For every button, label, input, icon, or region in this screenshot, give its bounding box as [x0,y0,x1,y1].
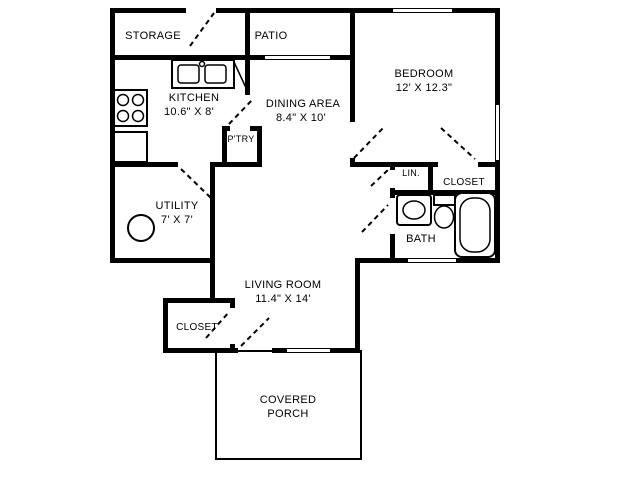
living-closet-label: CLOSET [176,322,218,333]
counter-line [233,61,248,91]
stove-icon [113,89,148,127]
wall-segment [110,258,215,263]
pantry-door-swing-icon [228,98,254,125]
wall-segment [390,162,395,170]
linen-door-swing-icon [370,168,390,187]
wall-segment [110,8,115,263]
covered-porch-label-line1: COVERED [259,394,317,406]
utility-dimensions: 7' X 7' [161,214,193,226]
living-window-icon [287,348,330,353]
living-room-label: LIVING ROOM [244,279,322,291]
linen-label: LIN. [402,168,420,178]
wall-segment [222,126,230,131]
wall-segment [330,55,350,60]
wall-segment [163,298,235,303]
patio-label: PATIO [254,30,288,42]
wall-segment [214,162,262,167]
storage-door-swing-icon [189,12,215,47]
wall-segment [163,348,238,353]
bedroom-closet-door-swing-icon [440,127,476,160]
wall-segment [110,55,265,60]
bedroom-window-icon [393,8,452,13]
covered-porch-label-line2: PORCH [267,408,309,420]
dining-area-label: DINING AREA [265,98,341,110]
bedroom-dimensions: 12' X 12.3" [395,82,453,94]
wall-segment [272,348,287,353]
dining-area-dimensions: 8.4" X 10' [276,112,326,124]
bath-vanity-icon [396,194,432,226]
wall-segment [390,234,395,263]
hall-closet-label: CLOSET [443,177,485,188]
wall-segment [216,8,350,13]
wall-segment [428,162,433,195]
wall-segment [222,126,227,167]
wall-segment [163,298,168,353]
living-room-dimensions: 11.4" X 14' [255,293,311,305]
wall-segment [250,126,262,131]
patio-window-icon [265,55,330,60]
toilet-icon [433,194,456,229]
wall-segment [390,190,500,195]
wall-segment [230,298,235,308]
wall-segment [350,8,393,13]
pantry-label: P'TRY [227,134,255,144]
wall-segment [110,162,178,167]
bathtub-icon [454,192,496,258]
wall-segment [257,126,262,167]
kitchen-label: KITCHEN [168,92,220,104]
bath-window-icon [408,258,456,263]
wall-segment [495,8,500,105]
utility-label: UTILITY [155,200,199,212]
porch-outline [215,350,362,460]
wall-segment [355,258,360,353]
utility-door-swing-icon [180,168,212,199]
wall-segment [330,348,360,353]
wall-segment [456,258,500,263]
kitchen-sink-icon [171,59,235,89]
bath-door-swing-icon [361,204,389,233]
living-closet-door-swing-icon [205,311,230,339]
wall-segment [245,8,250,60]
wall-segment [350,158,355,167]
kitchen-dimensions: 10.6" X 8' [164,106,214,118]
wall-segment [350,8,355,122]
porch-door-swing-icon [240,317,270,347]
wall-segment [210,162,215,303]
wall-segment [478,162,500,167]
wall-segment [355,258,408,263]
wall-segment [230,344,235,353]
wall-segment [452,8,500,13]
storage-label: STORAGE [125,30,181,42]
water-heater-icon [127,214,155,242]
bedroom-door-swing-icon [353,125,386,159]
bedroom-side-window-icon [495,105,500,160]
refrigerator-icon [113,131,148,163]
wall-segment [495,160,500,263]
bedroom-label: BEDROOM [394,68,454,80]
wall-segment [390,188,395,198]
bath-label: BATH [406,233,436,245]
wall-segment [110,8,186,13]
wall-segment [245,55,250,95]
